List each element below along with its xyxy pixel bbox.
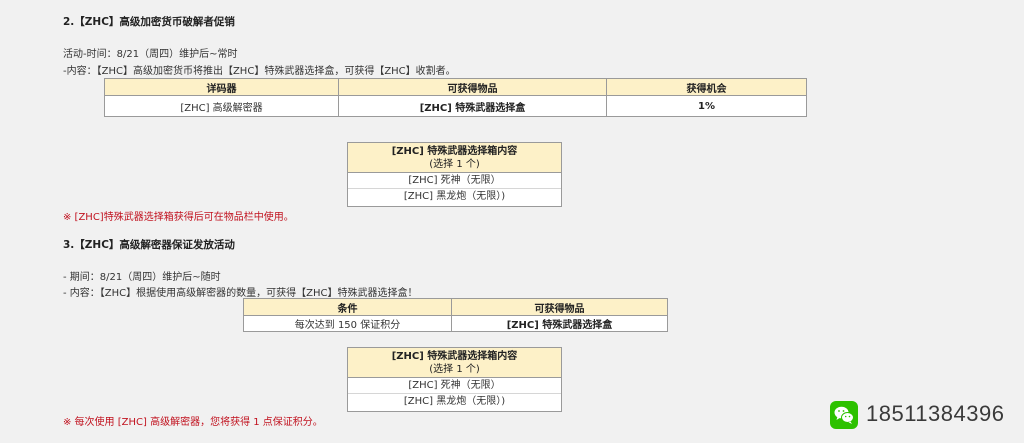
- section2-table-cell: [ZHC] 特殊武器选择盒: [451, 315, 668, 332]
- section2-table: 条件 可获得物品 每次达到 150 保证积分 [ZHC] 特殊武器选择盒: [243, 298, 668, 332]
- contact-phone: 18511384396: [866, 401, 1005, 426]
- section1-table-header: 获得机会: [606, 78, 807, 96]
- section2-table-header: 条件: [243, 298, 452, 316]
- section1-table-cell: [ZHC] 特殊武器选择盒: [338, 95, 607, 117]
- section1-box-item: [ZHC] 黑龙炮（无限）): [348, 188, 561, 204]
- section2-title: 3.【ZHC】高级解密器保证发放活动: [63, 239, 235, 251]
- section1-box-title: [ZHC] 特殊武器选择箱内容: [391, 146, 518, 157]
- section1-table-cell: 1%: [606, 95, 807, 117]
- section2-box-item: [ZHC] 黑龙炮（无限）): [348, 393, 561, 409]
- section1-title: 2.【ZHC】高级加密货币破解者促销: [63, 16, 235, 28]
- section1-table-cell: [ZHC] 高级解密器: [104, 95, 339, 117]
- section1-box-subtitle: (选择 1 个): [429, 159, 480, 170]
- section2-table-cell: 每次达到 150 保证积分: [243, 315, 452, 332]
- wechat-icon-glyph: [834, 406, 854, 424]
- section1-box-item: [ZHC] 死神（无限）: [408, 175, 501, 186]
- wechat-icon: [830, 401, 858, 429]
- section2-box: [ZHC] 特殊武器选择箱内容 (选择 1 个) [ZHC] 死神（无限） [Z…: [347, 347, 562, 412]
- section2-time: - 期间：8/21（周四）维护后~随时: [63, 272, 221, 283]
- section1-box-header: [ZHC] 特殊武器选择箱内容 (选择 1 个): [348, 143, 561, 173]
- section1-box: [ZHC] 特殊武器选择箱内容 (选择 1 个) [ZHC] 死神（无限） [Z…: [347, 142, 562, 207]
- section2-content: - 内容：【ZHC】根据使用高级解密器的数量，可获得【ZHC】特殊武器选择盒！: [63, 288, 418, 299]
- section2-box-header: [ZHC] 特殊武器选择箱内容 (选择 1 个): [348, 348, 561, 378]
- section2-box-subtitle: (选择 1 个): [429, 364, 480, 375]
- section1-table-header: 可获得物品: [338, 78, 607, 96]
- section2-table-header: 可获得物品: [451, 298, 668, 316]
- section2-note: ※ 每次使用 [ZHC] 高级解密器，您将获得 1 点保证积分。: [63, 417, 323, 428]
- section2-box-item: [ZHC] 死神（无限）: [408, 380, 501, 391]
- section1-note: ※ [ZHC]特殊武器选择箱获得后可在物品栏中使用。: [63, 212, 294, 223]
- section1-content: -内容：【ZHC】高级加密货币将推出【ZHC】特殊武器选择盒，可获得【ZHC】收…: [63, 66, 456, 77]
- section1-table-header: 详码器: [104, 78, 339, 96]
- section2-box-title: [ZHC] 特殊武器选择箱内容: [391, 351, 518, 362]
- section1-time: 活动-时间：8/21（周四）维护后~常时: [63, 49, 238, 60]
- section1-table: 详码器 可获得物品 获得机会 [ZHC] 高级解密器 [ZHC] 特殊武器选择盒…: [104, 78, 807, 117]
